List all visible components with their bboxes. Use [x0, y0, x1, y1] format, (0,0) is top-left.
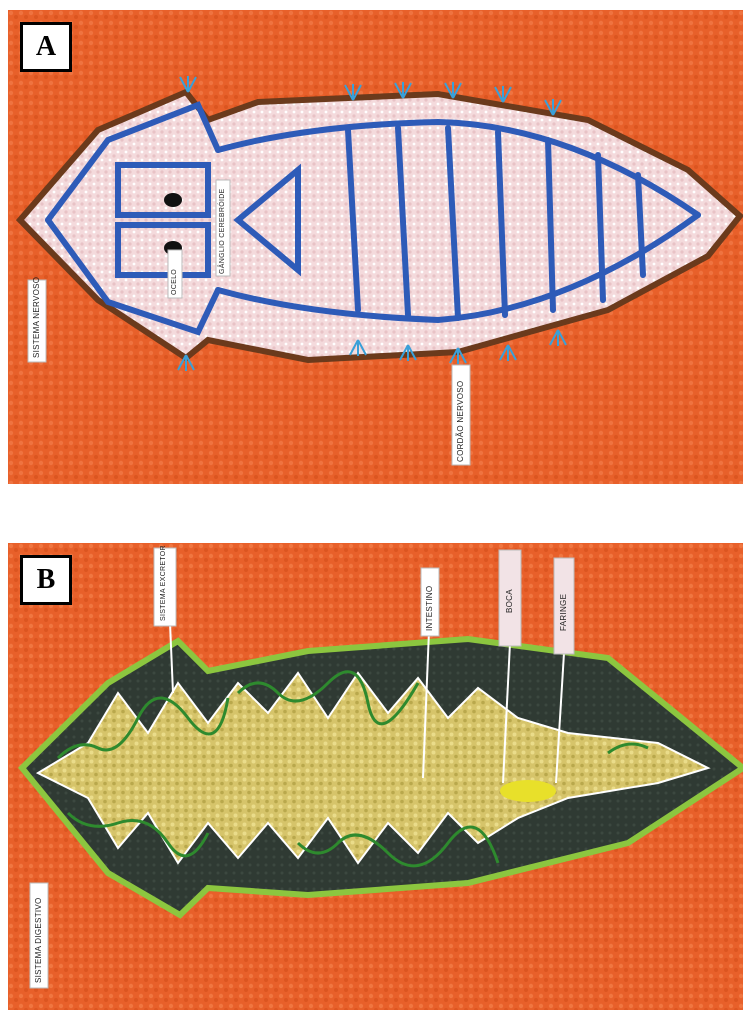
ocellus-top	[164, 193, 182, 207]
panel-a-letter: A	[20, 22, 72, 72]
label-ganglio-cerebroide: GÂNGLIO CEREBRÓIDE	[219, 188, 226, 274]
label-sistema-excretor: SISTEMA EXCRETOR	[160, 545, 167, 621]
label-intestino: INTESTINO	[426, 586, 434, 631]
label-ocelo: OCELO	[171, 269, 178, 295]
label-sistema-nervoso: SISTEMA NERVOSO	[33, 277, 41, 358]
panel-b-photo	[8, 543, 743, 1010]
label-faringe: FARINGE	[560, 594, 568, 631]
label-sistema-digestivo: SISTEMA DIGESTIVO	[35, 897, 43, 983]
panel-a-nervous-system: A SISTEMA NERVOSO OCELO GÂNGLIO CEREBRÓI…	[8, 10, 743, 484]
panel-b-letter: B	[20, 555, 72, 605]
pharynx-mouth	[500, 780, 556, 802]
label-cordao-nervoso: CORDÃO NERVOSO	[457, 381, 465, 462]
panel-b-digestive-system: B SISTEMA DIGESTIVO SISTEMA EXCRETOR INT…	[8, 543, 743, 1010]
panel-a-photo	[8, 10, 743, 484]
label-boca: BOCA	[506, 589, 514, 613]
